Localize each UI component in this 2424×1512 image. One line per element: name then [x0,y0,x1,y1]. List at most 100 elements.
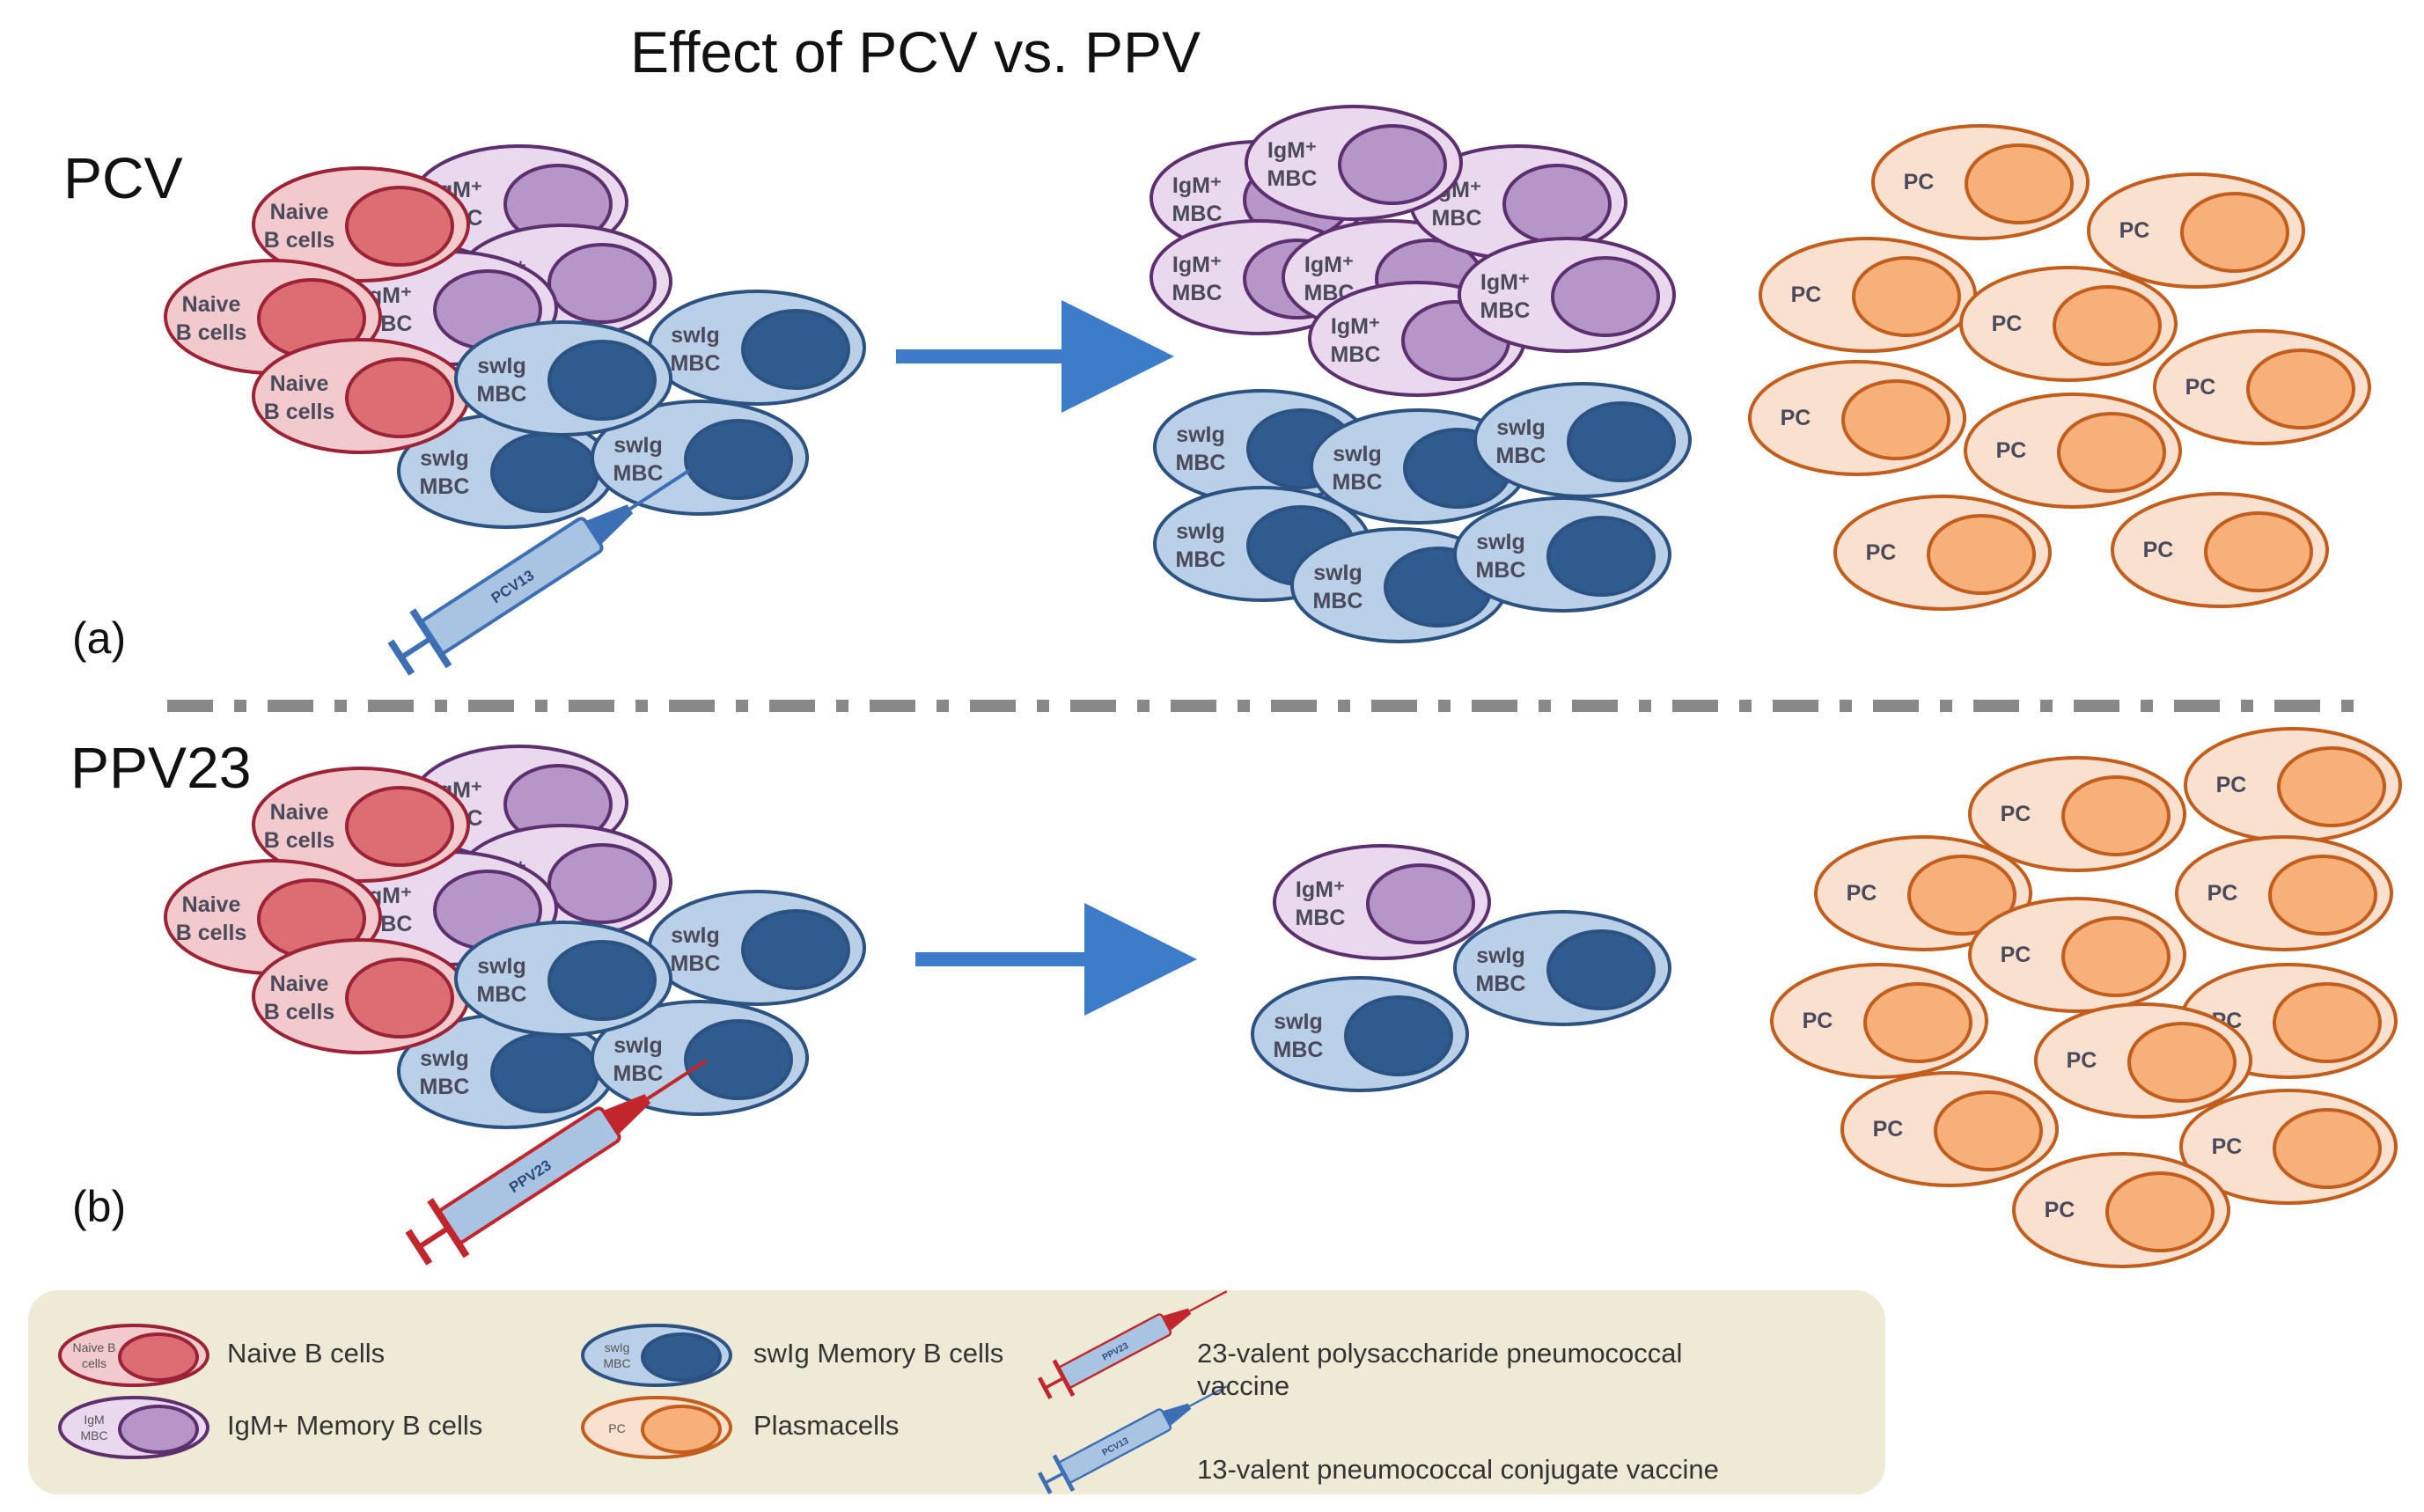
ppv-after-pc-cell-10: PC [2179,1089,2398,1205]
ppv-before-naive-cell-2-label-line1: Naive [182,892,241,917]
ppv-after-igm-cell-1-nucleus [1366,863,1475,944]
ppv-after-pc-cell-11-nucleus [2105,1171,2215,1252]
ppv-before-swig-cell-1-label-line2: MBC [420,1075,470,1099]
pcv-after-igm-cell-5-nucleus [1502,164,1612,245]
pcv-before-igm-cell-2-nucleus [547,243,657,324]
pcv-before-naive-cell-2-label-line2: B cells [176,320,247,345]
ppv-after-pc-cell-11-label: PC [2045,1198,2075,1222]
pcv-before-naive-cell-3-label-line2: B cells [264,400,335,424]
ppv-after-pc-cell-3-nucleus [1907,855,2016,936]
ppv-after-pc-cell-8: PC [2034,1002,2252,1119]
pcv-after-igm-cell-3-label-line1: IgM⁺ [1304,253,1354,277]
pcv-after-pc-cell-8-label: PC [1866,540,1897,565]
pcv-panel-label: (a) [72,613,126,663]
ppv-before-swig-cell-3-label-line1: swIg [671,923,720,948]
ppv-after-pc-cell-6-label: PC [1803,1009,1833,1033]
pcv-before-swig-cell-1-nucleus [490,432,599,513]
ppv-after-pc-cell-8-label: PC [2067,1048,2097,1073]
legend-swig-text: swIg Memory B cells [753,1338,1003,1369]
ppv-after-swig-cell-1-nucleus [1546,929,1656,1010]
legend-pc-icon: PC [581,1396,732,1459]
ppv-before-swig-cell-1-label-line1: swIg [420,1046,469,1071]
ppv-after-pc-cell-6: PC [1770,963,1988,1079]
pcv-after-pc-cell-1: PC [1871,124,2090,240]
pcv-before-swig-cell-3-nucleus [741,309,850,390]
pcv-after-igm-cell-7-label-line1: IgM⁺ [1480,270,1530,295]
pcv-after-igm-cell-2-label-line1: IgM⁺ [1172,253,1222,277]
ppv-before-swig-cell-2-label-line1: swIg [613,1033,663,1058]
ppv-after-swig-cell-2-nucleus [1344,995,1453,1076]
legend-naive-icon-label-line1: Naive B [72,1340,115,1354]
ppv-after-pc-cell-2-nucleus [2277,746,2386,827]
ppv-after-igm-cluster: IgM⁺MBC [1273,844,1491,960]
pcv-after-igm-cell-2-label-line2: MBC [1172,281,1223,305]
ppv-after-swig-cell-2-label-line2: MBC [1274,1038,1324,1062]
ppv-after-pc-cell-5: PC [1968,897,2186,1013]
legend-igm-text: IgM+ Memory B cells [227,1410,482,1441]
pcv-after-pc-cell-4-label: PC [1992,312,2023,336]
pcv-after-swig-cell-6-nucleus [1546,516,1656,597]
ppv-after-pc-cell-11: PC [2012,1152,2230,1268]
ppv-after-pc-cell-3-label: PC [1847,881,1877,906]
legend-naive-text: Naive B cells [227,1338,385,1369]
ppv-after-swig-cell-1-label-line1: swIg [1476,943,1525,968]
pcv-before-naive-cell-1-nucleus [345,186,454,267]
legend-pcv13-syringe-icon: PCV13 [1037,1385,1228,1494]
ppv-after-pc-cell-1-label: PC [2001,802,2031,826]
pcv-after-pc-cell-1-nucleus [1965,143,2074,224]
pcv-after-pc-cell-4: PC [1959,266,2178,382]
ppv-after-pc-cell-4: PC [2175,835,2393,951]
pcv-after-igm-cell-6-label-line2: MBC [1267,166,1318,191]
ppv-after-swig-cell-2-label-line1: swIg [1274,1009,1323,1034]
pcv-after-swig-cell-5-label-line2: MBC [1496,444,1546,468]
ppv-panel-label: (b) [72,1182,126,1231]
legend-swig-icon-label-line2: MBC [603,1356,630,1370]
ppv-before-swig-cell-2-nucleus [684,1019,793,1100]
pcv-after-swig-cell-6-label-line2: MBC [1476,558,1526,583]
diagram-title: Effect of PCV vs. PPV [630,19,1201,84]
legend-pc-text: Plasmacells [753,1410,899,1441]
legend-background [28,1290,1885,1494]
legend-igm-icon-label-line2: MBC [80,1428,107,1442]
pcv-after-swig-cluster: swIgMBCswIgMBCswIgMBCswIgMBCswIgMBCswIgM… [1153,382,1692,643]
ppv-after-pc-cell-3: PC [1814,835,2032,951]
pcv-before-swig-cell-3-label-line2: MBC [671,351,721,376]
ppv-before-cluster: IgM⁺MBCIgM⁺MBCIgM⁺MBCswIgMBCswIgMBCNaive… [164,745,866,1129]
pcv-after-pc-cell-2-nucleus [2180,192,2289,273]
pcv-after-swig-cell-2-label-line2: MBC [1176,547,1226,572]
ppv-after-pc-cell-10-nucleus [2273,1108,2382,1189]
pcv-after-pc-cell-4-nucleus [2053,285,2162,366]
pcv-after-pc-cell-6: PC [1748,360,1966,476]
ppv-before-naive-cell-1-label-line1: Naive [270,800,329,825]
pcv-after-pc-cell-8: PC [1833,495,2052,611]
ppv-before-naive-cell-3-label-line2: B cells [264,1000,335,1024]
pcv-after-swig-cell-1-label-line1: swIg [1176,422,1225,447]
ppv-after-pc-cell-8-nucleus [2127,1022,2237,1103]
pcv-after-igm-cell-7: IgM⁺ MBC [1458,237,1676,353]
pcv-after-pc-cell-5: PC [2153,329,2371,445]
pcv-after-igm-cell-7-label-line2: MBC [1480,298,1531,323]
pcv-before-naive-cell-2-label-line1: Naive [182,292,241,317]
ppv-after-pc-cell-4-nucleus [2268,855,2377,936]
pcv-before-cluster: IgM⁺MBCIgM⁺MBCIgM⁺MBCswIgMBCswIgMBCNaive… [164,144,866,529]
ppv-before-swig-cell-1-nucleus [490,1032,599,1113]
pcv-after-pc-cell-2: PC [2087,172,2305,289]
pcv-after-swig-cell-6-label-line1: swIg [1476,530,1525,554]
ppv-after-pc-cell-5-nucleus [2061,916,2171,997]
pcv-after-pc-cell-5-label: PC [2185,375,2216,400]
